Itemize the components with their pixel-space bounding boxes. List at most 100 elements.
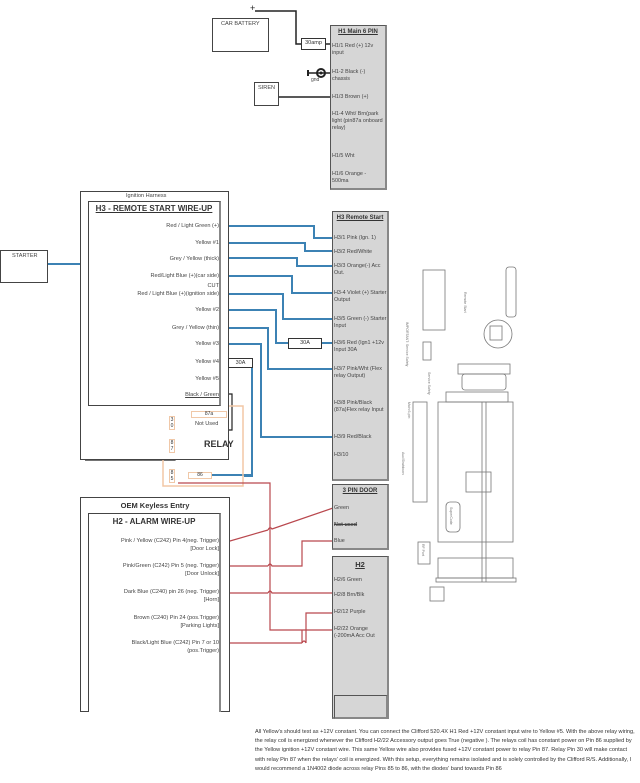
wire-black-green: Black / Green bbox=[185, 392, 219, 398]
alarm-wire-pos-trigger-name: Black/Light Blue (C242) Pin 7 or 10 bbox=[131, 640, 219, 646]
door-pin-not-used: Not used bbox=[334, 522, 358, 528]
h3-remote-start-wireup: H3 - REMOTE START WIRE-UP bbox=[88, 201, 221, 406]
h1-pin-2: H1-2 Black (-) chassis bbox=[332, 69, 366, 82]
module-line-art: IMPORTANT: Service Safety Remote Start S… bbox=[401, 266, 517, 602]
h2-pin-12: H2/12 Purple bbox=[334, 609, 366, 615]
h3-pin-2: H3/2 Red/White bbox=[334, 249, 373, 255]
alarm-wire-horn-function: [Horn] bbox=[203, 597, 219, 603]
h3-pin-6: H3/6 Red (Ign1 +12v Input 30A bbox=[334, 340, 384, 353]
alarm-wire-door-lock-name: Pink / Yellow (C242) Pin 4(neg. Trigger) bbox=[121, 538, 219, 544]
wire-yellow-3: Yellow #3 bbox=[195, 341, 219, 347]
alarm-wire-pos-trigger: Black/Light Blue (C242) Pin 7 or 10 (pos… bbox=[132, 639, 219, 655]
relay-pin-85: 8 5 bbox=[169, 469, 175, 483]
car-battery-label: CAR BATTERY bbox=[221, 21, 260, 27]
module-label-important: IMPORTANT: Service Safety bbox=[405, 322, 409, 367]
wire-cut-label: CUT bbox=[207, 283, 220, 289]
ground-label: gnd bbox=[311, 77, 320, 83]
relay-pin-87: 8 7 bbox=[169, 439, 175, 453]
wiring-note: All Yellow's should test as +12V constan… bbox=[255, 729, 635, 772]
relay-title: RELAY bbox=[204, 439, 234, 449]
h1-main-6pin-panel: H1 Main 6 PIN H1/1 Red (+) 12v input H1-… bbox=[330, 25, 387, 190]
h1-pin-6: H1/6 Orange - 500ma bbox=[332, 171, 367, 184]
alarm-wire-parking-lights: Brown (C240) Pin 24 (pos.Trigger) [Parki… bbox=[134, 614, 219, 630]
siren-label: SIREN bbox=[258, 85, 276, 91]
h3-panel-title: H3 Remote Start bbox=[336, 215, 384, 221]
h3-pin-4: H3-4 Violet (+) Starter Output bbox=[334, 290, 387, 303]
remote-start-module-diagram: IMPORTANT: Service Safety Remote Start S… bbox=[398, 262, 518, 602]
relay-pin-30-digit-1: 3 bbox=[170, 417, 174, 423]
wire-yellow-4: Yellow #4 bbox=[195, 359, 219, 365]
wire-red-light-green: Red / Light Green (+) bbox=[166, 223, 219, 229]
h2-alarm-wireup: H2 - ALARM WIRE-UP bbox=[88, 513, 221, 712]
h3-pin-8: H3/8 Pink/Black (87a)Flex relay Input bbox=[334, 400, 384, 413]
fuse-30a-yellow4: 30A bbox=[228, 358, 253, 368]
h2-pin-22: H2/22 Orange (-200mA Acc Out bbox=[334, 626, 375, 639]
module-label-ignition-harness: Remote Start bbox=[463, 292, 467, 313]
alarm-wire-pos-trigger-function: (pos.Trigger) bbox=[187, 648, 219, 654]
relay-pin-30-digit-2: 0 bbox=[170, 423, 174, 429]
relay-pin-87-digit-1: 8 bbox=[170, 440, 174, 446]
module-label-safety-switch: Service Safety bbox=[427, 372, 431, 395]
blue-wires bbox=[221, 225, 333, 477]
ground-symbol bbox=[307, 68, 332, 78]
alarm-wire-horn-name: Dark Blue (C240) pin 26 (neg. Trigger) bbox=[123, 589, 219, 595]
starter-label: STARTER bbox=[12, 253, 38, 259]
h1-panel-title: H1 Main 6 PIN bbox=[338, 29, 378, 35]
h2-alarm-title: H2 - ALARM WIRE-UP bbox=[112, 517, 196, 526]
h2-panel: H2 H2/6 Green H2/8 Brn/Blk H2/12 Purple … bbox=[332, 556, 389, 719]
wire-yellow-2: Yellow #2 bbox=[195, 307, 219, 313]
h3-pin-5: H3/5 Green (-) Starter Input bbox=[334, 316, 387, 329]
h3-remote-start-panel: H3 Remote Start H3/1 Pink (Ign. 1) H3/2 … bbox=[332, 211, 389, 481]
h3-pin-3: H3/3 Orange(-) Acc Out. bbox=[334, 263, 381, 276]
h2-pin-8: H2/8 Brn/Blk bbox=[334, 592, 365, 598]
siren: SIREN bbox=[254, 82, 279, 106]
module-label-supercode: SuperCode bbox=[449, 507, 453, 525]
alarm-wire-door-lock-function: [Door Lock] bbox=[190, 546, 219, 552]
alarm-wire-door-unlock-name: Pink/Green (C242) Pin 5 (neg. Trigger) bbox=[122, 563, 219, 569]
h1-pin-3: H1/3 Brown (+) bbox=[332, 94, 369, 100]
wire-yellow-1: Yellow #1 bbox=[195, 240, 219, 246]
ignition-harness-caption: Ignition Harness bbox=[126, 193, 167, 199]
wire-grey-yellow-thick: Grey / Yellow (thick) bbox=[169, 256, 219, 262]
module-label-main-6pin: Main 6-pin bbox=[407, 402, 411, 418]
relay-pin-85-digit-1: 8 bbox=[170, 470, 174, 476]
alarm-wire-horn: Dark Blue (C240) pin 26 (neg. Trigger) [… bbox=[124, 588, 219, 604]
fuse-30amp: 30amp bbox=[301, 38, 326, 50]
h2-panel-title: H2 bbox=[355, 560, 365, 569]
wire-red-light-blue-car: Red/Light Blue (+)(car side) bbox=[150, 273, 219, 279]
oem-keyless-caption: OEM Keyless Entry bbox=[120, 501, 190, 510]
alarm-wire-door-unlock-function: [Door Unlock] bbox=[185, 571, 219, 577]
h2-pin-6: H2/6 Green bbox=[334, 577, 362, 583]
module-label-rf-port: RF Port bbox=[421, 544, 425, 556]
door-3pin-panel: 3 PIN DOOR Green Not used Blue bbox=[332, 484, 389, 550]
h3-pin-9: H3/9 Red/Black bbox=[334, 434, 372, 440]
door-pin-blue: Blue bbox=[334, 538, 345, 544]
h3-pin-7: H3/7 Pink/Wht (Flex relay Output) bbox=[334, 366, 382, 379]
starter: STARTER bbox=[0, 250, 48, 283]
blank-panel-bottom bbox=[334, 695, 388, 719]
h3-pin-10: H3/10 bbox=[334, 452, 349, 458]
relay-pin-30: 3 0 bbox=[169, 416, 175, 430]
wire-grey-yellow-thin: Grey / Yellow (thin) bbox=[172, 325, 219, 331]
alarm-wire-door-unlock: Pink/Green (C242) Pin 5 (neg. Trigger) [… bbox=[123, 562, 219, 578]
h3-wireup-title: H3 - REMOTE START WIRE-UP bbox=[95, 204, 213, 213]
h3-pin-1: H3/1 Pink (Ign. 1) bbox=[334, 235, 376, 241]
battery-plus-sign: + bbox=[250, 3, 256, 13]
relay-pin-87-digit-2: 7 bbox=[170, 446, 174, 452]
fuse-30a-h3-6: 30A bbox=[288, 338, 322, 349]
relay-pin-86: 86 bbox=[188, 472, 212, 479]
h1-pin-5: H1/5 Wht bbox=[332, 153, 355, 159]
relay-not-used: Not Used bbox=[195, 421, 219, 427]
h1-pin-4: H1-4 Wht/ Brn(park light (pin87a onboard… bbox=[332, 111, 383, 131]
h1-pin-1: H1/1 Red (+) 12v input bbox=[332, 43, 374, 56]
relay-pin-85-digit-2: 5 bbox=[170, 476, 174, 482]
alarm-wire-parking-lights-function: [Parking Lights] bbox=[180, 623, 219, 629]
wire-yellow-5: Yellow #5 bbox=[195, 376, 219, 382]
red-wires bbox=[178, 482, 334, 644]
alarm-wire-parking-lights-name: Brown (C240) Pin 24 (pos.Trigger) bbox=[133, 615, 219, 621]
door-panel-title: 3 PIN DOOR bbox=[342, 488, 378, 494]
car-battery: CAR BATTERY bbox=[212, 18, 269, 52]
relay-pin-87a: 87a bbox=[191, 411, 227, 418]
wire-red-light-blue-ign: Red / Light Blue (+)(ignition side) bbox=[137, 291, 219, 297]
